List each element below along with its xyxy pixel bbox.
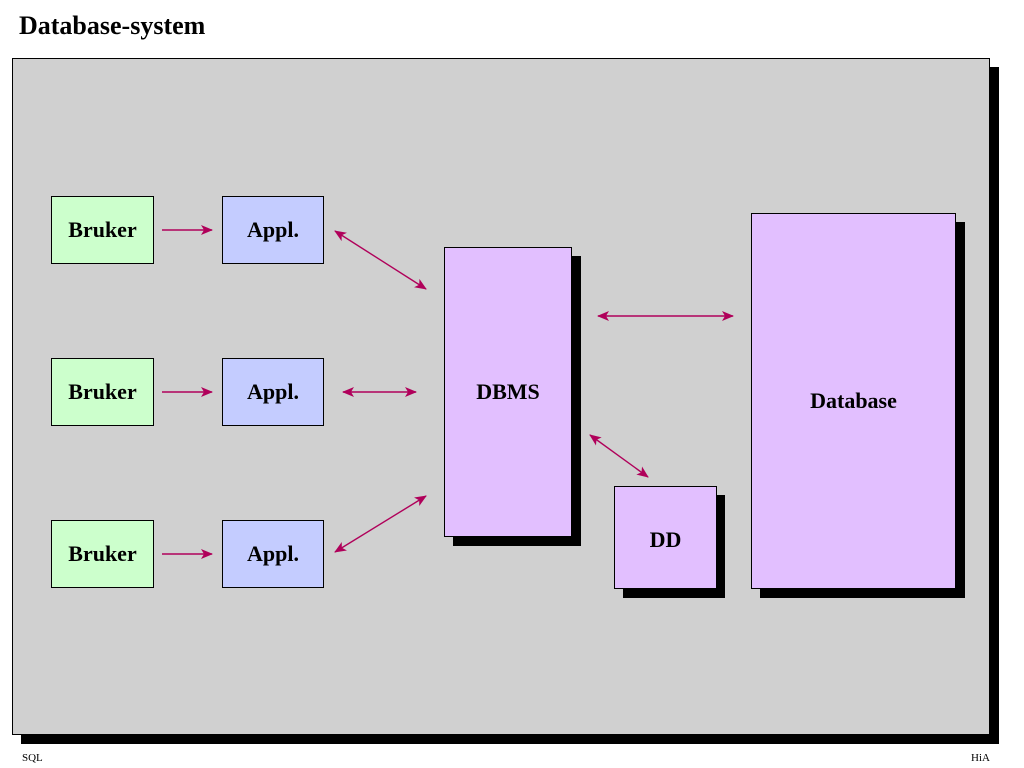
page-title: Database-system bbox=[19, 11, 206, 40]
arrow-app3-dbms bbox=[334, 495, 427, 553]
dbms-box: DBMS bbox=[444, 247, 572, 537]
user-box-1: Bruker bbox=[51, 196, 154, 264]
user-label: Bruker bbox=[68, 217, 137, 242]
database-box: Database bbox=[751, 213, 956, 589]
app-label: Appl. bbox=[247, 217, 299, 242]
footer-left: SQL bbox=[22, 752, 43, 764]
app-label: Appl. bbox=[247, 379, 299, 404]
user-label: Bruker bbox=[68, 541, 137, 566]
user-box-3: Bruker bbox=[51, 520, 154, 588]
dd-label: DD bbox=[649, 527, 682, 552]
footer-right: HiA bbox=[971, 752, 990, 764]
app-box-1: Appl. bbox=[222, 196, 324, 264]
dd-box: DD bbox=[614, 486, 717, 589]
database-label: Database bbox=[810, 388, 897, 413]
app-label: Appl. bbox=[247, 541, 299, 566]
arrow-app1-dbms bbox=[334, 230, 427, 290]
app-box-2: Appl. bbox=[222, 358, 324, 426]
dbms-label: DBMS bbox=[476, 379, 540, 404]
user-box-2: Bruker bbox=[51, 358, 154, 426]
arrow-dbms-dd bbox=[589, 434, 649, 478]
app-box-3: Appl. bbox=[222, 520, 324, 588]
user-label: Bruker bbox=[68, 379, 137, 404]
